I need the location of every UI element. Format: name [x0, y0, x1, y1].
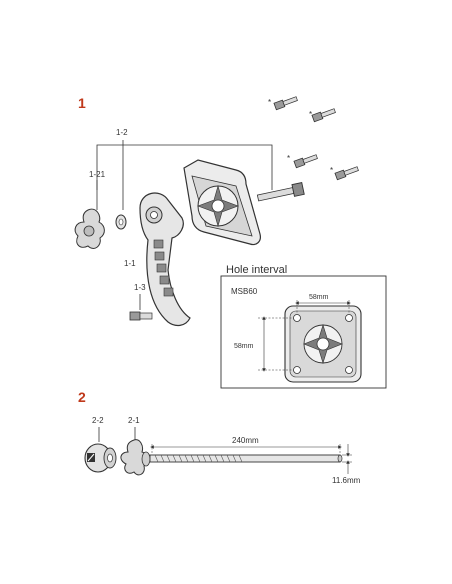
- assembly-bracket-line: [96, 144, 273, 190]
- dim-horizontal: 58mm: [309, 294, 329, 301]
- part-label-1-2: 1-2: [116, 128, 128, 137]
- bolt-icon: [311, 108, 336, 123]
- dim-vertical: 58mm: [234, 343, 254, 350]
- mount-hole: [293, 366, 301, 374]
- lock-nut-icon: [84, 443, 117, 473]
- inset-model: MSB60: [231, 287, 258, 296]
- inset-frame: [220, 275, 387, 389]
- asterisk-mark: *: [330, 166, 333, 175]
- bolt-icon: [293, 154, 318, 169]
- dim-diameter: 11.6mm: [332, 476, 361, 485]
- asterisk-mark: *: [309, 110, 312, 119]
- section-1-number: 1: [78, 95, 86, 111]
- asterisk-mark: *: [287, 154, 290, 163]
- bolt-icon: [334, 166, 359, 181]
- lever-arm-icon: [139, 192, 191, 327]
- long-bolt-icon: [256, 182, 305, 202]
- wing-nut-icon: [74, 208, 105, 249]
- mount-plate-icon: [183, 159, 261, 246]
- dim-length: 240mm: [232, 436, 259, 445]
- part-label-1-3: 1-3: [134, 283, 146, 292]
- mount-hole: [345, 366, 353, 374]
- section-2-number: 2: [78, 389, 86, 405]
- mount-hole: [345, 314, 353, 322]
- part-label-2-1: 2-1: [128, 416, 140, 425]
- mount-hole: [293, 314, 301, 322]
- bolt-icon: [273, 96, 298, 111]
- threaded-rod-icon: [149, 454, 343, 463]
- set-screw-icon: [129, 311, 153, 321]
- part-label-1-1: 1-1: [124, 259, 136, 268]
- part-label-1-21: 1-21: [89, 170, 106, 179]
- wing-nut-icon: [120, 439, 151, 476]
- washer-icon: [115, 214, 127, 230]
- hole-interval-inset: Hole interval MSB60 58mm 58mm: [220, 264, 387, 389]
- part-label-2-2: 2-2: [92, 416, 104, 425]
- inset-title: Hole interval: [226, 264, 287, 276]
- asterisk-mark: *: [268, 98, 271, 107]
